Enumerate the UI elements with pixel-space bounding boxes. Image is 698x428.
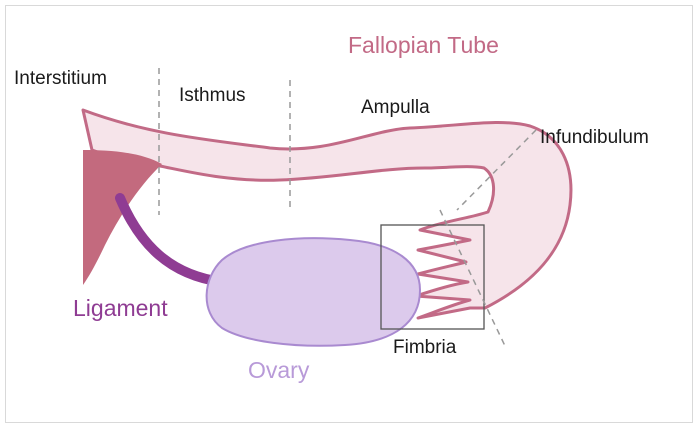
interstitium-label: Interstitium <box>14 68 107 89</box>
ovary-label: Ovary <box>248 357 310 383</box>
infundibulum-label: Infundibulum <box>540 127 649 148</box>
ovarian-ligament <box>120 198 222 282</box>
ligament-label: Ligament <box>73 295 168 321</box>
ampulla-label: Ampulla <box>361 97 430 118</box>
isthmus-label: Isthmus <box>179 85 246 106</box>
title-label: Fallopian Tube <box>348 32 499 58</box>
fimbria-label: Fimbria <box>393 337 457 358</box>
uterus-wall <box>83 150 162 285</box>
